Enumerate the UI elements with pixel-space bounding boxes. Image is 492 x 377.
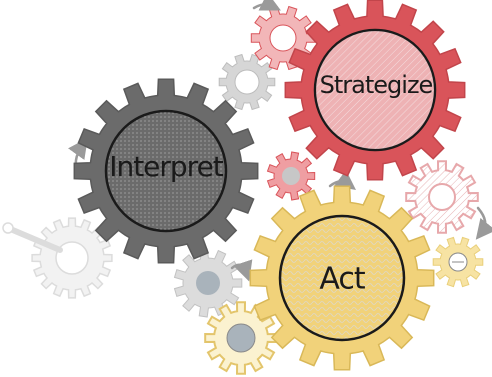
bg-gear-gray-bottom (173, 248, 243, 318)
arrow-bottom (230, 259, 253, 282)
gear-label-interpret: Interpret (109, 150, 224, 183)
bg-gear-pink-mid (266, 151, 316, 201)
arrow-right (475, 206, 492, 240)
bg-gear-pink-right (405, 160, 479, 234)
bg-gear-yellow-bottom (204, 301, 278, 375)
arrow-mid (328, 170, 357, 190)
gear-interpret: Interpret (73, 78, 259, 264)
gear-act: Act (249, 185, 435, 371)
arrow-top (252, 0, 281, 11)
bg-gear-chainring (2, 217, 113, 299)
gear-strategize: Strategize (284, 0, 466, 181)
gear-label-act: Act (319, 262, 365, 297)
bg-gear-gray-small (218, 53, 276, 111)
bg-gear-yellow-right (432, 236, 484, 288)
gear-label-strategize: Strategize (320, 71, 433, 99)
